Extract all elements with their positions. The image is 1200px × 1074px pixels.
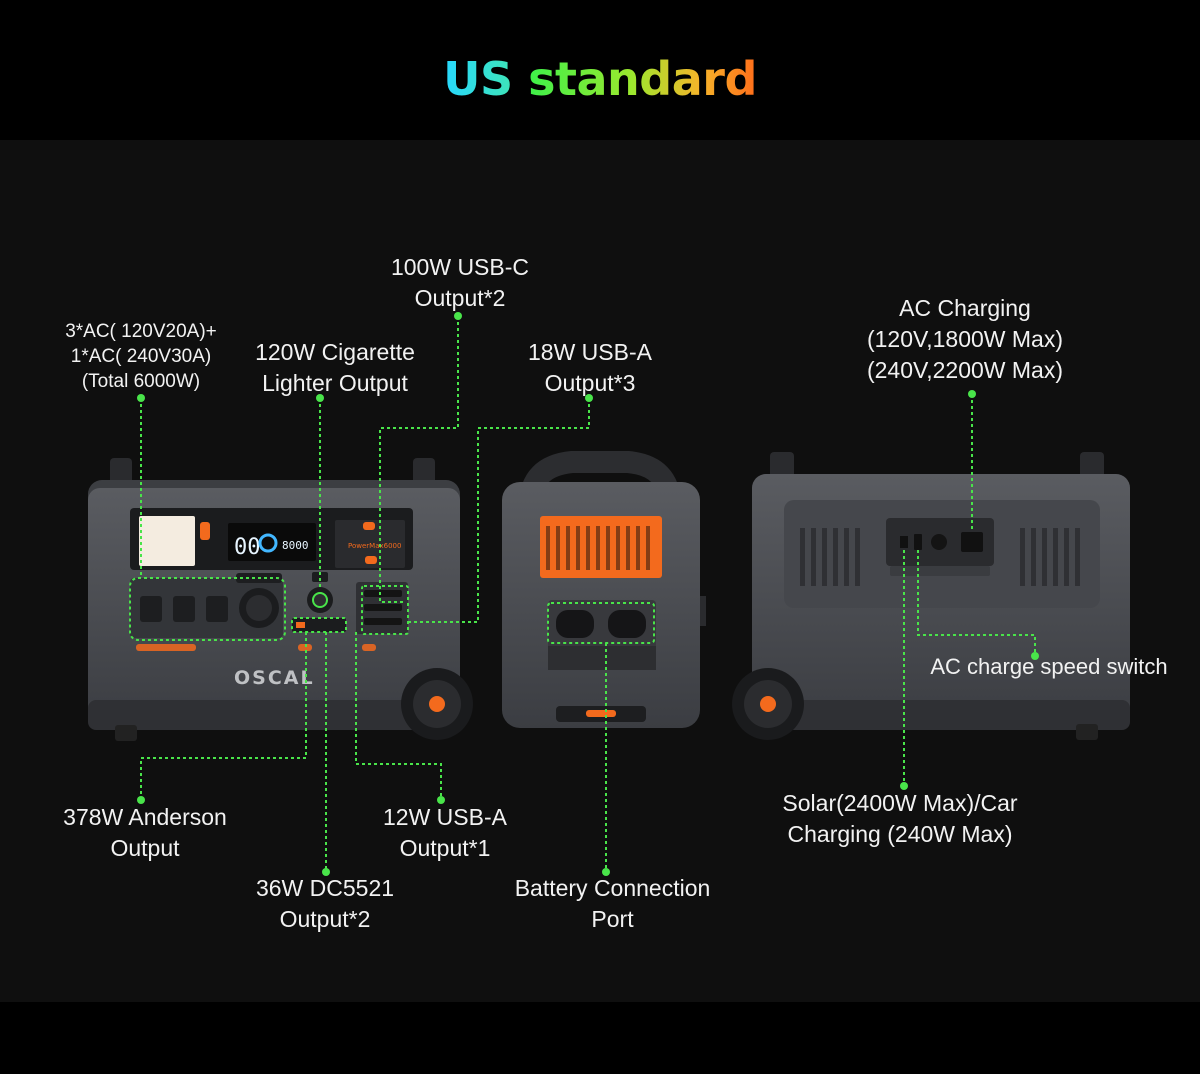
front-unit: 00 8000 PowerMax6000 OSCAL xyxy=(88,458,473,741)
label-ac-speed-switch: AC charge speed switch xyxy=(930,654,1168,679)
label-usb-a-18w: 18W USB-A Output*3 xyxy=(528,339,652,396)
speed-switch xyxy=(914,534,922,550)
ac-input-port xyxy=(961,532,983,552)
callout-lines xyxy=(129,316,1036,872)
label-usb-a-12w: 12W USB-A Output*1 xyxy=(383,804,507,861)
footer-bar xyxy=(0,1002,1200,1074)
header-bar xyxy=(0,0,1200,140)
power-indicator xyxy=(363,522,375,530)
lcd-value-1: 00 xyxy=(234,535,261,560)
ac-outlet-2 xyxy=(173,596,195,622)
label-solar: Solar(2400W Max)/Car Charging (240W Max) xyxy=(782,790,1018,847)
side-vent xyxy=(540,516,662,578)
ac-output-highlight xyxy=(129,577,286,641)
callout-dots xyxy=(137,312,1039,876)
page-title: US standard xyxy=(0,52,1200,106)
ac-outlet-3 xyxy=(206,596,228,622)
title-part-standard: standard xyxy=(528,52,757,106)
ac-outlet-1 xyxy=(140,596,162,622)
lcd-value-2: 8000 xyxy=(282,539,309,552)
label-ac-output: 3*AC( 120V20A)+ 1*AC( 240V30A) (Total 60… xyxy=(65,321,217,392)
brand-logo: OSCAL xyxy=(234,667,315,689)
label-ac-charging: AC Charging (120V,1800W Max) (240V,2200W… xyxy=(866,295,1064,383)
model-name: PowerMax6000 xyxy=(348,542,401,550)
side-unit xyxy=(502,451,706,728)
battery-port-1 xyxy=(556,610,594,638)
lcd-ring-icon xyxy=(258,533,278,553)
back-unit xyxy=(732,452,1130,740)
title-part-us: US xyxy=(443,52,513,106)
label-dc5521: 36W DC5521 Output*2 xyxy=(255,875,395,932)
solar-input-port xyxy=(931,534,947,550)
label-anderson: 378W Anderson Output xyxy=(63,804,227,861)
light-button xyxy=(200,522,210,540)
battery-port-2 xyxy=(608,610,646,638)
dc-anderson-ports xyxy=(292,618,346,632)
lcd-display xyxy=(228,523,316,561)
front-light-panel xyxy=(139,516,195,566)
label-battery-port: Battery Connection Port xyxy=(514,875,711,932)
label-cigarette-lighter: 120W Cigarette Lighter Output xyxy=(255,339,415,396)
label-usb-c: 100W USB-C Output*2 xyxy=(390,254,530,311)
